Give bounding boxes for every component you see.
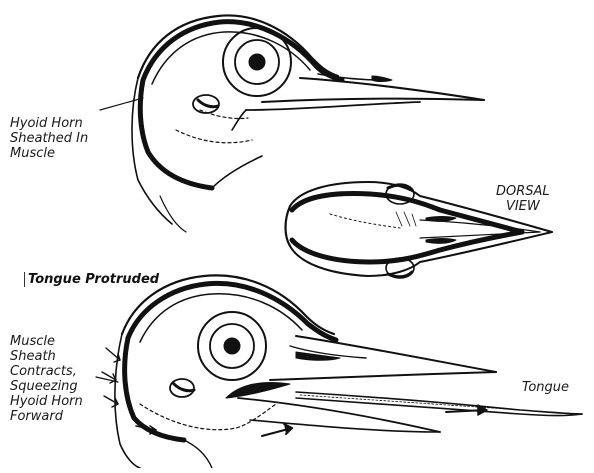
- hyoid-horn-label-line-2: Sheathed In: [10, 131, 88, 146]
- muscle-sheath-label-line-4: Squeezing: [10, 379, 83, 394]
- dorsal-view-label-line-2: VIEW: [496, 199, 550, 214]
- dorsal-view-label-line-1: DORSAL: [496, 184, 550, 199]
- muscle-sheath-label-line-3: Contracts,: [10, 364, 83, 379]
- muscle-sheath-label: Muscle Sheath Contracts, Squeezing Hyoid…: [10, 334, 83, 424]
- section-title-tongue-protruded: Tongue Protruded: [24, 272, 159, 287]
- dorsal-view-label: DORSAL VIEW: [496, 184, 550, 214]
- hyoid-horn-label-line-1: Hyoid Horn: [10, 116, 88, 131]
- muscle-sheath-label-line-1: Muscle: [10, 334, 83, 349]
- muscle-sheath-label-line-2: Sheath: [10, 349, 83, 364]
- hyoid-horn-label: Hyoid Horn Sheathed In Muscle: [10, 116, 88, 161]
- hyoid-horn-label-line-3: Muscle: [10, 146, 88, 161]
- muscle-sheath-label-line-6: Forward: [10, 409, 83, 424]
- bottom-head-tongue-protruded: [96, 275, 582, 468]
- tongue-label: Tongue: [522, 380, 569, 395]
- muscle-sheath-label-line-5: Hyoid Horn: [10, 394, 83, 409]
- top-head-side-view: [100, 15, 484, 232]
